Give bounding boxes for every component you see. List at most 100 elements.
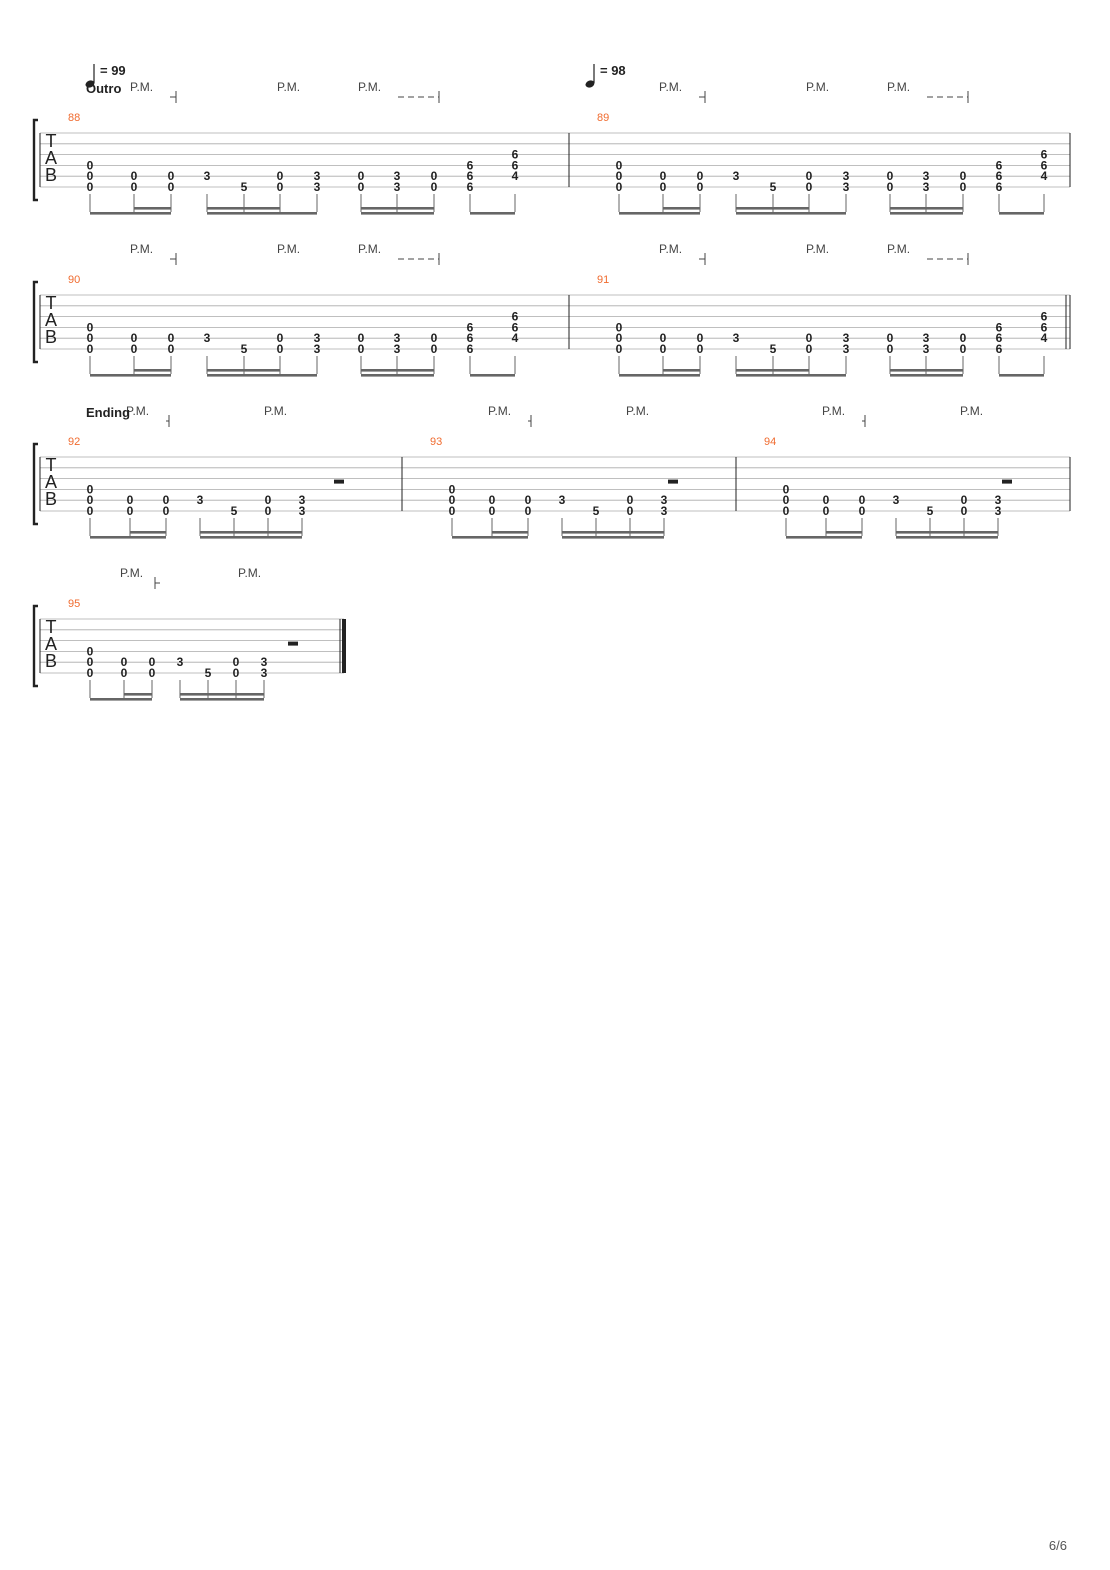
half-rest <box>288 641 298 646</box>
bar-number: 89 <box>597 112 609 124</box>
palm-mute-label: P.M. <box>960 404 983 418</box>
beam <box>736 212 846 215</box>
tab-clef-letter: T <box>46 455 57 475</box>
fret-number: 0 <box>131 180 138 194</box>
fret-number: 3 <box>299 504 306 518</box>
fret-number: 0 <box>525 504 532 518</box>
palm-mute-label: P.M. <box>659 80 682 94</box>
system-bracket <box>32 604 38 688</box>
fret-number: 6 <box>996 169 1003 183</box>
fret-number: 0 <box>697 180 704 194</box>
palm-mute-label: P.M. <box>120 566 143 580</box>
beam <box>619 212 700 215</box>
fret-number: 0 <box>783 493 790 507</box>
quarter-note-icon <box>585 80 595 88</box>
fret-number: 0 <box>525 493 532 507</box>
fret-number: 3 <box>923 180 930 194</box>
fret-number: 0 <box>961 504 968 518</box>
fret-number: 6 <box>1041 310 1048 324</box>
fret-number: 0 <box>121 666 128 680</box>
beam-secondary <box>134 207 171 210</box>
bar-number: 93 <box>430 436 442 448</box>
system-bracket <box>32 118 38 202</box>
fret-number: 3 <box>733 331 740 345</box>
fret-number: 3 <box>843 331 850 345</box>
fret-number: 0 <box>87 342 94 356</box>
fret-number: 0 <box>87 666 94 680</box>
fret-number: 5 <box>770 342 777 356</box>
fret-number: 0 <box>431 180 438 194</box>
fret-number: 5 <box>927 504 934 518</box>
bar-number: 88 <box>68 112 80 124</box>
beam <box>890 374 963 377</box>
palm-mute-label: P.M. <box>806 242 829 256</box>
fret-number: 0 <box>806 342 813 356</box>
fret-number: 0 <box>660 169 667 183</box>
tab-clef-letter: B <box>45 651 57 671</box>
beam <box>896 536 998 539</box>
fret-number: 6 <box>1041 158 1048 172</box>
fret-number: 0 <box>431 342 438 356</box>
fret-number: 6 <box>996 180 1003 194</box>
bar-number: 94 <box>764 436 776 448</box>
palm-mute-label: P.M. <box>626 404 649 418</box>
fret-number: 0 <box>168 331 175 345</box>
fret-number: 3 <box>394 342 401 356</box>
fret-number: 0 <box>358 180 365 194</box>
beam <box>786 536 862 539</box>
beam-secondary <box>736 369 809 372</box>
fret-number: 6 <box>512 148 519 162</box>
fret-number: 6 <box>512 320 519 334</box>
fret-number: 6 <box>467 320 474 334</box>
fret-number: 0 <box>627 493 634 507</box>
beam-secondary <box>124 693 152 696</box>
system-bracket <box>32 280 38 364</box>
fret-number: 0 <box>960 180 967 194</box>
fret-number: 3 <box>995 493 1002 507</box>
section-label-outro: Outro <box>86 81 121 96</box>
palm-mute-label: P.M. <box>659 242 682 256</box>
fret-number: 0 <box>163 493 170 507</box>
fret-number: 0 <box>887 180 894 194</box>
palm-mute-label: P.M. <box>358 80 381 94</box>
tab-clef-letter: T <box>46 617 57 637</box>
fret-number: 6 <box>467 342 474 356</box>
beam <box>619 374 700 377</box>
fret-number: 3 <box>394 169 401 183</box>
fret-number: 0 <box>449 504 456 518</box>
fret-number: 0 <box>697 169 704 183</box>
fret-number: 0 <box>887 342 894 356</box>
fret-number: 0 <box>127 493 134 507</box>
fret-number: 3 <box>661 493 668 507</box>
fret-number: 0 <box>616 180 623 194</box>
section-label-ending: Ending <box>86 405 130 420</box>
fret-number: 3 <box>204 331 211 345</box>
fret-number: 0 <box>149 666 156 680</box>
beam <box>207 374 317 377</box>
fret-number: 3 <box>661 504 668 518</box>
fret-number: 0 <box>358 169 365 183</box>
fret-number: 0 <box>121 655 128 669</box>
beam <box>207 212 317 215</box>
fret-number: 0 <box>168 342 175 356</box>
fret-number: 0 <box>806 180 813 194</box>
fret-number: 0 <box>87 158 94 172</box>
beam-secondary <box>826 531 862 534</box>
fret-number: 3 <box>843 169 850 183</box>
fret-number: 4 <box>512 331 519 345</box>
fret-number: 3 <box>261 655 268 669</box>
fret-number: 0 <box>87 169 94 183</box>
beam-secondary <box>207 369 280 372</box>
fret-number: 0 <box>277 342 284 356</box>
fret-number: 3 <box>559 493 566 507</box>
beam-secondary <box>207 207 280 210</box>
fret-number: 6 <box>467 158 474 172</box>
beam-secondary <box>180 693 264 696</box>
fret-number: 0 <box>616 342 623 356</box>
fret-number: 6 <box>996 342 1003 356</box>
beam-secondary <box>361 369 434 372</box>
fret-number: 6 <box>467 180 474 194</box>
fret-number: 3 <box>923 331 930 345</box>
fret-number: 0 <box>233 666 240 680</box>
